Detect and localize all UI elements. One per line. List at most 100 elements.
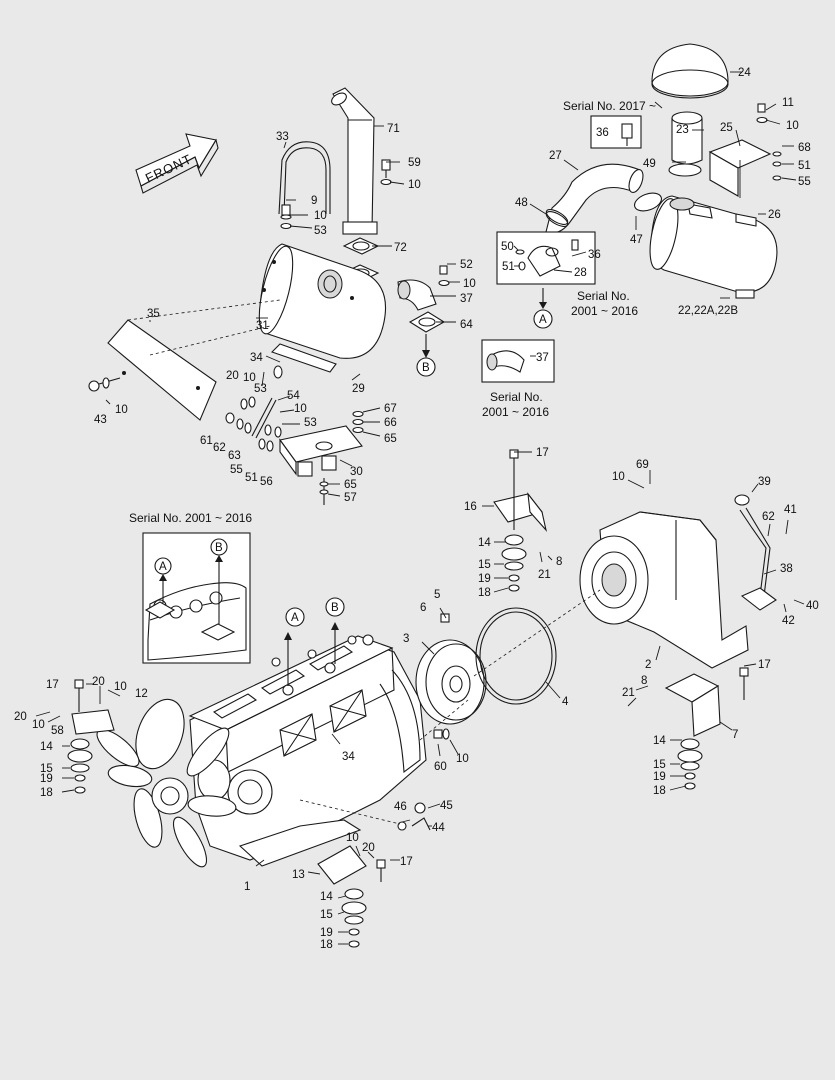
label-10: 10 <box>114 681 127 693</box>
label-10: 10 <box>294 403 307 415</box>
label-63: 63 <box>228 450 241 462</box>
label-57: 57 <box>344 492 357 504</box>
inset-connector-a: A <box>159 561 167 573</box>
caption-serial-filter: Serial No. <box>577 289 630 303</box>
label-26: 26 <box>768 209 781 221</box>
label-53: 53 <box>314 225 327 237</box>
engine-connector-b: B <box>325 597 345 617</box>
label-3: 3 <box>403 633 409 645</box>
label-14: 14 <box>653 735 666 747</box>
label-65: 65 <box>384 433 397 445</box>
label-50: 50 <box>501 241 514 253</box>
label-51: 51 <box>245 472 258 484</box>
label-6: 6 <box>420 602 426 614</box>
label-18: 18 <box>40 787 53 799</box>
connector-b-icon: B <box>416 357 436 377</box>
label-43: 43 <box>94 414 107 426</box>
label-23: 23 <box>676 124 689 136</box>
flywheel-group <box>415 449 777 790</box>
label-10: 10 <box>612 471 625 483</box>
label-64: 64 <box>460 319 473 331</box>
label-5: 5 <box>434 589 440 601</box>
label-29: 29 <box>352 383 365 395</box>
engine-connector-a-label: A <box>291 612 299 624</box>
label-30: 30 <box>350 466 363 478</box>
caption-serial-inset: Serial No. 2001 ~ 2016 <box>129 511 252 525</box>
label-51: 51 <box>502 261 515 273</box>
engine-connector-a: A <box>285 607 305 627</box>
inset-connector-b: B <box>215 542 223 554</box>
label-68: 68 <box>798 142 811 154</box>
label-10: 10 <box>786 120 799 132</box>
label-34: 34 <box>342 751 355 763</box>
label-10: 10 <box>243 372 256 384</box>
engine-group <box>71 622 427 885</box>
label-10: 10 <box>115 404 128 416</box>
label-61: 61 <box>200 435 213 447</box>
label-27: 27 <box>549 150 562 162</box>
front-arrow-icon: FRONT <box>135 133 219 194</box>
label-59: 59 <box>408 157 421 169</box>
label-15: 15 <box>478 559 491 571</box>
label-35: 35 <box>147 308 160 320</box>
label-10: 10 <box>408 179 421 191</box>
label-10: 10 <box>32 719 45 731</box>
label-46: 46 <box>394 801 407 813</box>
label-1: 1 <box>244 881 250 893</box>
label-20: 20 <box>14 711 27 723</box>
label-45: 45 <box>440 800 453 812</box>
label-72: 72 <box>394 242 407 254</box>
label-37: 37 <box>460 293 473 305</box>
label-19: 19 <box>478 573 491 585</box>
label-53: 53 <box>304 417 317 429</box>
label-14: 14 <box>478 537 491 549</box>
label-17: 17 <box>758 659 771 671</box>
label-17: 17 <box>46 679 59 691</box>
label-10: 10 <box>463 278 476 290</box>
caption-serial-2017: Serial No. 2017 ~ <box>563 99 656 113</box>
label-16: 16 <box>464 501 477 513</box>
label-28: 28 <box>574 267 587 279</box>
label-20: 20 <box>92 676 105 688</box>
label-19: 19 <box>40 773 53 785</box>
label-54: 54 <box>287 390 300 402</box>
label-39: 39 <box>758 476 771 488</box>
label-41: 41 <box>784 504 797 516</box>
label-8: 8 <box>556 556 562 568</box>
label-18: 18 <box>320 939 333 951</box>
air-filter-group <box>481 43 782 383</box>
label-10: 10 <box>314 210 327 222</box>
label-56: 56 <box>260 476 273 488</box>
label-36: 36 <box>596 127 609 139</box>
label-55: 55 <box>230 464 243 476</box>
label-38: 38 <box>780 563 793 575</box>
label-21: 21 <box>538 569 551 581</box>
label-31: 31 <box>256 320 269 332</box>
label-9: 9 <box>311 195 317 207</box>
label-36: 36 <box>588 249 601 261</box>
label-14: 14 <box>40 741 53 753</box>
engine-connector-b-label: B <box>331 602 339 614</box>
muffler-group <box>88 87 450 505</box>
label-8: 8 <box>641 675 647 687</box>
label-49: 49 <box>643 158 656 170</box>
label-34: 34 <box>250 352 263 364</box>
caption-serial-filter-range: 2001 ~ 2016 <box>571 304 638 318</box>
label-24: 24 <box>738 67 751 79</box>
label-4: 4 <box>562 696 569 708</box>
connector-b-label: B <box>422 362 430 374</box>
label-51: 51 <box>798 160 811 172</box>
label-44: 44 <box>432 822 445 834</box>
part-labels: 71 59 10 72 33 9 10 53 52 10 37 64 31 35… <box>14 67 819 951</box>
label-19: 19 <box>653 771 666 783</box>
label-15: 15 <box>40 763 53 775</box>
label-10: 10 <box>456 753 469 765</box>
label-21: 21 <box>622 687 635 699</box>
label-65: 65 <box>344 479 357 491</box>
label-53: 53 <box>254 383 267 395</box>
label-19: 19 <box>320 927 333 939</box>
caption-serial-elbow-range: 2001 ~ 2016 <box>482 405 549 419</box>
label-66: 66 <box>384 417 397 429</box>
label-71: 71 <box>387 123 400 135</box>
label-20: 20 <box>226 370 239 382</box>
